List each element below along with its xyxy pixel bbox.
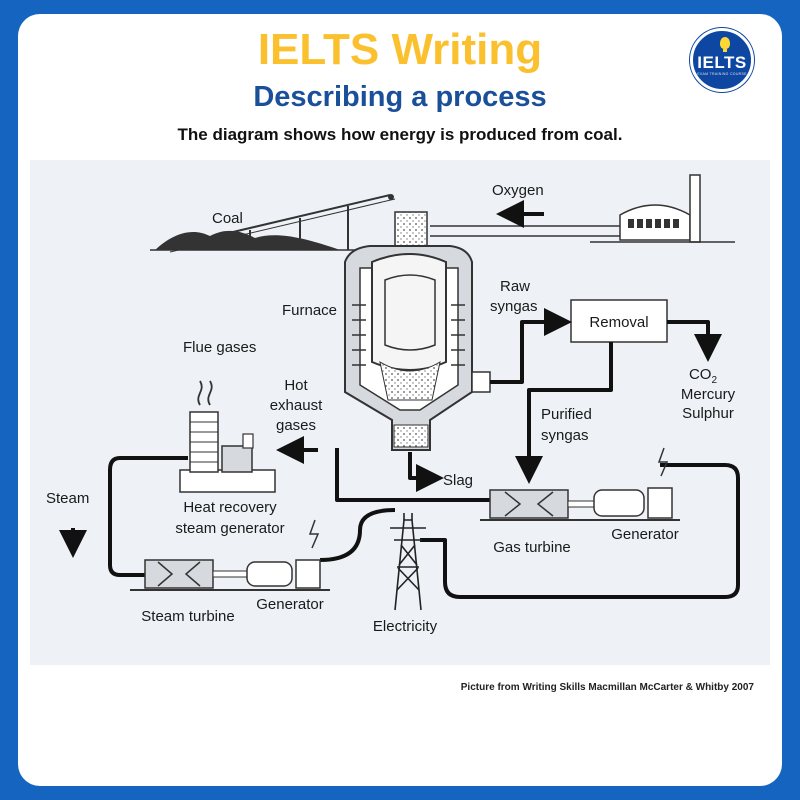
label-sulphur: Sulphur [682, 405, 734, 422]
lightning-icon [308, 519, 320, 549]
label-purified: Purified [541, 406, 592, 423]
label-raw-syngas-line1: Raw [500, 278, 530, 295]
lightbulb-icon [720, 37, 730, 52]
gas-turbine-set [480, 447, 680, 521]
label-mercury: Mercury [681, 386, 736, 403]
label-heat-recovery: Heat recovery [183, 499, 277, 516]
raw-syngas-arrow [490, 308, 572, 384]
label-electricity: Electricity [373, 618, 438, 635]
label-steam: Steam [46, 490, 89, 507]
label-gas-turbine: Gas turbine [493, 539, 571, 556]
page-subtitle: Describing a process [253, 81, 547, 113]
label-steam-generator: steam generator [175, 520, 284, 537]
image-credit: Picture from Writing Skills Macmillan Mc… [460, 682, 754, 693]
slag-arrow [408, 452, 444, 492]
label-purified-syngas: syngas [541, 427, 589, 444]
label-slag: Slag [443, 472, 473, 489]
label-generator-left: Generator [256, 596, 324, 613]
label-oxygen: Oxygen [492, 182, 544, 199]
label-removal: Removal [589, 314, 648, 331]
label-co2: CO2 [689, 366, 718, 386]
oxygen-plant [430, 174, 735, 243]
emissions-arrow [667, 320, 722, 362]
right-power-line [420, 463, 740, 599]
coal-conveyor [150, 194, 396, 253]
label-steam-turbine: Steam turbine [141, 608, 234, 625]
steam-turbine-set [130, 519, 330, 591]
lightning-icon [657, 447, 669, 477]
coal-energy-process-diagram: Coal Oxygen Furnace Raw syngas Removal C… [30, 160, 770, 665]
heat-recovery-steam-generator [179, 380, 276, 493]
furnace [344, 211, 491, 451]
exhaust-pipe [335, 448, 490, 502]
logo-tagline: EXAM TRAINING COURSE [697, 72, 747, 76]
label-raw-syngas-line2: syngas [490, 298, 538, 315]
label-gases: gases [276, 417, 316, 434]
flow-arrows [59, 200, 740, 599]
left-power-line [319, 508, 396, 562]
electricity-pylon [390, 513, 426, 611]
label-coal: Coal [212, 210, 243, 227]
page-title: IELTS Writing [257, 25, 543, 74]
removal-box [570, 299, 668, 343]
steam-pipe [108, 456, 188, 577]
diagram-description: The diagram shows how energy is produced… [177, 125, 623, 144]
logo-text: IELTS [697, 53, 747, 72]
label-exhaust: exhaust [270, 397, 323, 414]
label-hot: Hot [284, 377, 308, 394]
label-furnace: Furnace [282, 302, 337, 319]
label-generator-right: Generator [611, 526, 679, 543]
ielts-logo: IELTS EXAM TRAINING COURSE [690, 28, 754, 92]
purified-syngas-arrow [515, 342, 613, 484]
label-flue-gases: Flue gases [183, 339, 256, 356]
